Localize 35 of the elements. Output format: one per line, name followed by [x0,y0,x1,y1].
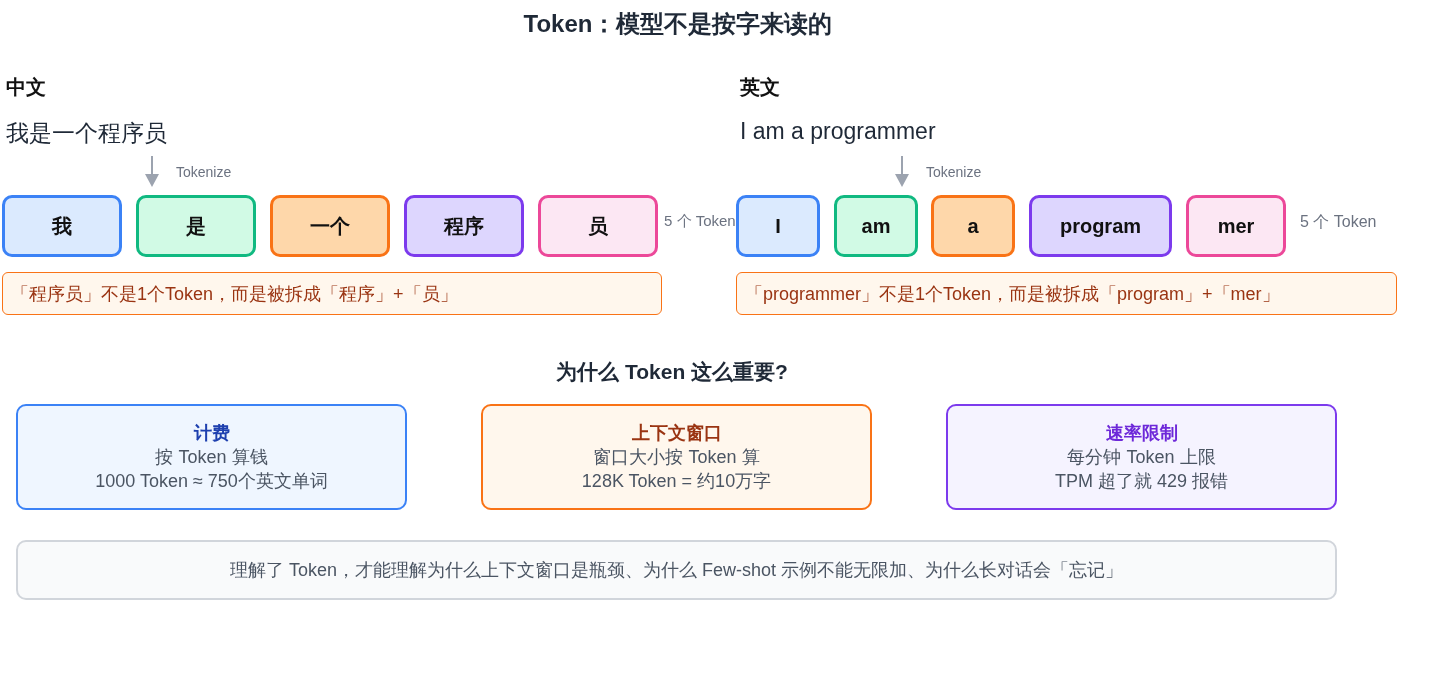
info-card [481,404,872,510]
section-heading: 为什么 Token 这么重要? [555,359,789,385]
card-heading: 上下文窗口 [631,422,722,445]
card-text: 窗口大小按 Token 算 [593,446,760,469]
card-heading: 速率限制 [1105,422,1178,445]
token-box: mer [1186,195,1286,257]
token-box: 是 [136,195,256,257]
card-text: 按 Token 算钱 [155,446,268,469]
token-box: 程序 [404,195,524,257]
title: Token：模型不是按字来读的 [522,9,834,39]
section-heading: 英文 [740,75,780,100]
token-count: 5 个 Token [664,212,736,231]
token-box: 员 [538,195,658,257]
note-box: 「programmer」不是1个Token，而是被拆成「program」+「mer」 [736,272,1397,315]
token-box: 一个 [270,195,390,257]
card-text: TPM 超了就 429 报错 [1055,470,1228,493]
step-label: Tokenize [926,164,982,180]
info-card [16,404,407,510]
section-heading: 中文 [6,75,46,100]
info-card [946,404,1337,510]
summary-box: 理解了 Token，才能理解为什么上下文窗口是瓶颈、为什么 Few-shot 示例不能无限加、为什么长对话会「忘记」 [16,540,1337,600]
card-heading: 计费 [193,422,230,445]
card-text: 128K Token = 约10万字 [581,470,772,493]
token-box: I [736,195,820,257]
token-box: am [834,195,918,257]
step-label: Tokenize [176,164,232,180]
token-box: a [931,195,1015,257]
token-count: 5 个 Token [1300,212,1377,232]
sentence: 我是一个程序员 [6,119,167,148]
token-box: program [1029,195,1172,257]
card-text: 每分钟 Token 上限 [1067,446,1216,469]
card-text: 1000 Token ≈ 750个英文单词 [95,470,328,493]
sentence: I am a programmer [740,118,936,145]
token-box: 我 [2,195,122,257]
note-box: 「程序员」不是1个Token，而是被拆成「程序」+「员」 [2,272,662,315]
